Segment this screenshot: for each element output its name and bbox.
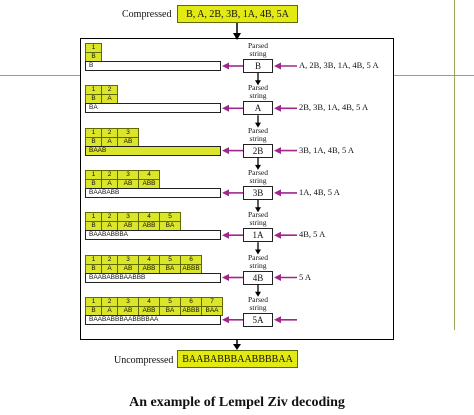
input-to-code-arrow-head (274, 62, 281, 70)
decorative-line-left (0, 75, 80, 76)
decoded-output-text: BA (89, 104, 98, 112)
parsed-code-box: B (243, 59, 273, 73)
decoded-output-fill (86, 146, 220, 155)
remaining-codes: 3B, 1A, 4B, 5 A (299, 144, 355, 155)
decoded-output-bar: BA (85, 103, 221, 114)
uncompressed-value: BAABABBBAABBBBAA (177, 350, 298, 368)
parsed-label-line: Parsed (248, 294, 268, 304)
remaining-codes: 2B, 3B, 1A, 4B, 5 A (299, 102, 369, 113)
compressed-value: B, A, 2B, 3B, 1A, 4B, 5A (177, 5, 298, 23)
parsed-label-line: Parsed (248, 41, 268, 50)
parsed-label-line: string (249, 91, 267, 101)
code-to-output-arrow-head (222, 147, 229, 155)
compressed-arrow-head (233, 33, 241, 40)
step-down-arrow-head (255, 291, 261, 297)
parsed-label-line: Parsed (248, 167, 268, 177)
parsed-label-line: string (249, 302, 267, 312)
decoded-output-bar: B (85, 61, 221, 71)
input-to-code-arrow-head (274, 104, 281, 112)
code-to-output-arrow-head (222, 231, 229, 239)
input-to-code-arrow-head (274, 316, 281, 324)
parsed-label-line: Parsed (248, 210, 268, 220)
uncompressed-arrow-head (233, 344, 241, 350)
decoded-output-bar: BAABABBBAABBB (85, 272, 221, 283)
parsed-code-box: 5A (243, 312, 273, 327)
code-to-output-arrow-head (222, 274, 229, 281)
parsed-label-line: Parsed (248, 252, 268, 262)
decoded-output-text: BAABABBBAABBBBAA (89, 315, 159, 323)
input-to-code-arrow-head (274, 231, 281, 239)
code-to-output-arrow-head (222, 316, 229, 324)
step-down-arrow-head (255, 164, 261, 170)
parsed-code-box: 2B (243, 143, 273, 158)
input-to-code-arrow-head (274, 147, 281, 155)
parsed-label-line: string (249, 260, 267, 270)
compressed-label: Compressed (122, 9, 172, 20)
parsed-label-line: string (249, 218, 267, 228)
step-down-arrow-head (255, 122, 261, 128)
decoded-output-bar: BAABABBBA (85, 230, 221, 241)
decoded-output-bar: BAAB (85, 145, 221, 156)
remaining-codes: 5 A (299, 271, 312, 282)
parsed-code-box: 4B (243, 270, 273, 285)
remaining-codes: A, 2B, 3B, 1A, 4B, 5 A (299, 60, 379, 70)
uncompressed-label: Uncompressed (114, 355, 174, 366)
parsed-code-box: 3B (243, 185, 273, 200)
remaining-codes: 4B, 5 A (299, 229, 326, 240)
decoded-output-bar: BAABABB (85, 187, 221, 198)
parsed-label-line: string (249, 175, 267, 185)
parsed-label-line: string (249, 49, 267, 58)
step-down-arrow-head (255, 249, 261, 255)
step-down-arrow-head (255, 80, 261, 86)
decoded-output-text: BAABABBBAABBB (89, 273, 146, 281)
decorative-line-right (394, 75, 474, 76)
code-to-output-arrow-head (222, 189, 229, 197)
decoded-output-bar: BAABABBBAABBBBAA (85, 314, 221, 325)
input-to-code-arrow-head (274, 189, 281, 197)
decoded-output-text: BAAB (89, 146, 107, 154)
parsed-code-box: 1A (243, 228, 273, 243)
remaining-codes: 1A, 4B, 5 A (299, 186, 340, 197)
figure-caption: An example of Lempel Ziv decoding (129, 395, 345, 410)
input-to-code-arrow-head (274, 274, 281, 281)
code-to-output-arrow-head (222, 104, 229, 112)
decoded-output-text: B (89, 62, 94, 69)
decoded-output-text: BAABABB (89, 188, 120, 196)
code-to-output-arrow-head (222, 62, 229, 70)
parsed-label-line: Parsed (248, 125, 268, 135)
parsed-code-box: A (243, 101, 273, 116)
decorative-line-vertical (454, 0, 455, 330)
step-down-arrow-head (255, 207, 261, 213)
parsed-label-line: Parsed (248, 83, 268, 93)
parsed-label-line: string (249, 133, 267, 143)
decoded-output-text: BAABABBBA (89, 231, 129, 239)
